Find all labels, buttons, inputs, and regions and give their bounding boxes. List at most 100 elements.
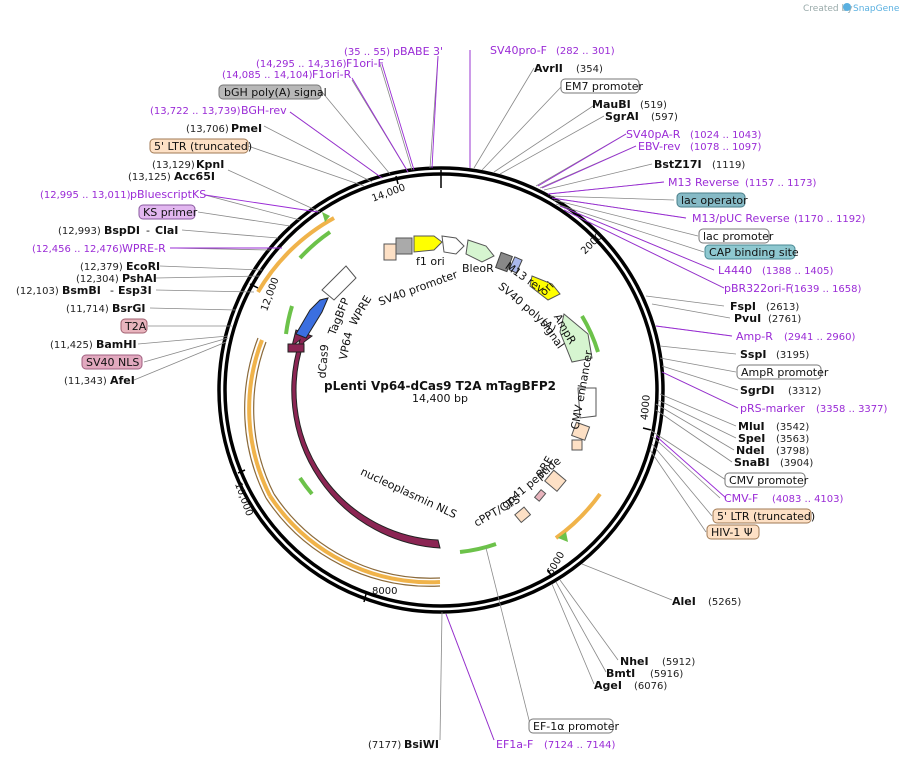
nhei-site[interactable]: NheI [620, 655, 649, 668]
kpni-site[interactable]: KpnI [196, 158, 224, 171]
pbr322-primer[interactable]: pBR322ori-F [724, 282, 792, 295]
bgh-polya-label: bGH poly(A) signal [224, 86, 327, 99]
ltr-inner-feature[interactable] [383, 243, 397, 261]
cmvf-primer[interactable]: CMV-F [724, 492, 758, 505]
sspi-site[interactable]: SspI [740, 348, 766, 361]
f1orif-primer[interactable]: F1ori-F [346, 57, 384, 70]
lac-operator-box[interactable] [676, 192, 746, 208]
snapgene-logo-icon [843, 3, 851, 11]
avrii-site[interactable]: AvrII [534, 62, 563, 75]
bstz17i-pos: (1119) [712, 160, 745, 171]
ebvrev-primer[interactable]: EBV-rev [638, 140, 681, 153]
ef1af-primer[interactable]: EF1a-F [496, 738, 533, 751]
lac-promoter-box[interactable] [698, 228, 770, 244]
ori-feature[interactable] [529, 275, 561, 301]
agei-site[interactable]: AgeI [594, 679, 622, 692]
fspi-site[interactable]: FspI [730, 300, 756, 313]
t2a-box[interactable] [120, 318, 148, 334]
ampr-primer-pos: (2941 .. 2960) [784, 332, 856, 343]
cppt-feature[interactable] [514, 506, 532, 524]
tagbfp-feature[interactable] [295, 297, 329, 339]
ndei-site[interactable]: NdeI [736, 444, 765, 457]
alei-site[interactable]: AleI [672, 595, 696, 608]
bspdi-site[interactable]: BspDI [104, 224, 140, 237]
dcas9-feature[interactable] [291, 329, 441, 549]
em7-feature[interactable] [494, 251, 514, 273]
pbks-primer[interactable]: pBluescriptKS [130, 188, 206, 201]
rre-feature[interactable] [544, 469, 567, 492]
cap-binding-box[interactable] [704, 244, 796, 260]
sv40prof-pos: (282 .. 301) [556, 46, 615, 57]
bgh-polya-box[interactable] [218, 84, 322, 100]
bstz17i-site[interactable]: BstZ17I [654, 158, 702, 171]
sv40-nls-box[interactable] [81, 354, 143, 370]
pbabe-pos: (35 .. 55) [344, 47, 390, 58]
ecori-site[interactable]: EcoRI [126, 260, 160, 273]
lac-feature[interactable] [508, 256, 523, 274]
esp3i-site[interactable]: Esp3I [118, 284, 152, 297]
bsrgi-pos: (11,714) [66, 304, 109, 315]
sv40-nls-label: SV40 NLS [86, 356, 139, 369]
hiv1-psi-box[interactable] [706, 524, 760, 540]
sv40prof-primer[interactable]: SV40pro-F [490, 44, 547, 57]
clai-site[interactable]: ClaI [155, 224, 178, 237]
cmv-promoter-box[interactable] [724, 472, 806, 488]
bmti-site[interactable]: BmtI [606, 667, 635, 680]
wpre-feature[interactable] [321, 265, 357, 301]
watermark-text: Created by [803, 4, 853, 14]
pmei-site[interactable]: PmeI [231, 122, 262, 135]
ndei-pos: (3798) [776, 446, 809, 457]
cmv-enhancer-feature[interactable] [577, 387, 597, 419]
watermark-brand: SnapGene [853, 4, 900, 14]
pvui-site[interactable]: PvuI [734, 312, 761, 325]
sgrai-site[interactable]: SgrAI [605, 110, 639, 123]
tick-label-4000: 4000 [640, 394, 653, 420]
hiv-inner-feature[interactable] [571, 439, 583, 451]
f1orir-primer[interactable]: F1ori-R [312, 68, 352, 81]
plasmid-title: pLenti Vp64-dCas9 T2A mTagBFP2 [324, 379, 556, 393]
pshai-site[interactable]: PshAI [122, 272, 157, 285]
l4440-pos: (1388 .. 1405) [762, 266, 834, 277]
gp41-feature[interactable] [533, 488, 547, 502]
maubi-site[interactable]: MauBI [592, 98, 631, 111]
bghrev-primer[interactable]: BGH-rev [241, 104, 287, 117]
ampr-promoter-box[interactable] [736, 364, 822, 380]
acc65i-site[interactable]: Acc65I [174, 170, 215, 183]
bgh-inner-feature[interactable] [395, 237, 413, 255]
outer-feature-arcs [247, 216, 602, 585]
ltr-truncated-box-2[interactable] [712, 508, 812, 524]
ltr-truncated-box[interactable] [149, 138, 249, 154]
bsmbi-site[interactable]: BsmBI [62, 284, 101, 297]
bsiwi-pos: (7177) [368, 740, 401, 751]
bsiwi-site[interactable]: BsiWI [404, 738, 439, 751]
em7-promoter-box[interactable] [560, 78, 640, 94]
pbabe-primer[interactable]: pBABE 3' [393, 45, 443, 58]
f1ori-feature[interactable] [413, 235, 443, 253]
bamhi-site[interactable]: BamHI [96, 338, 137, 351]
sv40-promoter-feature[interactable] [441, 235, 465, 255]
ampr-primer[interactable]: Amp-R [736, 330, 773, 343]
ampr-feature[interactable] [559, 313, 593, 363]
afei-site[interactable]: AfeI [110, 374, 135, 387]
vp64-feature[interactable] [287, 343, 305, 353]
ks-primer-box[interactable] [138, 204, 196, 220]
ltr-inner-feature-2[interactable] [570, 421, 591, 441]
ampr-promoter-label: AmpR promoter [741, 366, 829, 379]
dash-separator: - [110, 284, 114, 297]
avrii-pos: (354) [576, 64, 603, 75]
prs-primer[interactable]: pRS-marker [740, 402, 805, 415]
snabi-site[interactable]: SnaBI [734, 456, 770, 469]
ef1a-promoter-box[interactable] [528, 718, 614, 734]
spei-site[interactable]: SpeI [738, 432, 765, 445]
agei-pos: (6076) [634, 681, 667, 692]
sv40par-primer[interactable]: SV40pA-R [626, 128, 681, 141]
bleor-feature[interactable] [465, 239, 495, 263]
mlui-site[interactable]: MluI [738, 420, 765, 433]
ecori-pos: (12,379) [80, 262, 123, 273]
l4440-primer[interactable]: L4440 [718, 264, 752, 277]
m13puc-primer[interactable]: M13/pUC Reverse [692, 212, 790, 225]
sgrdi-site[interactable]: SgrDI [740, 384, 774, 397]
m13rev-primer[interactable]: M13 Reverse [668, 176, 739, 189]
bsrgi-site[interactable]: BsrGI [112, 302, 145, 315]
wprer-primer[interactable]: WPRE-R [122, 242, 166, 255]
